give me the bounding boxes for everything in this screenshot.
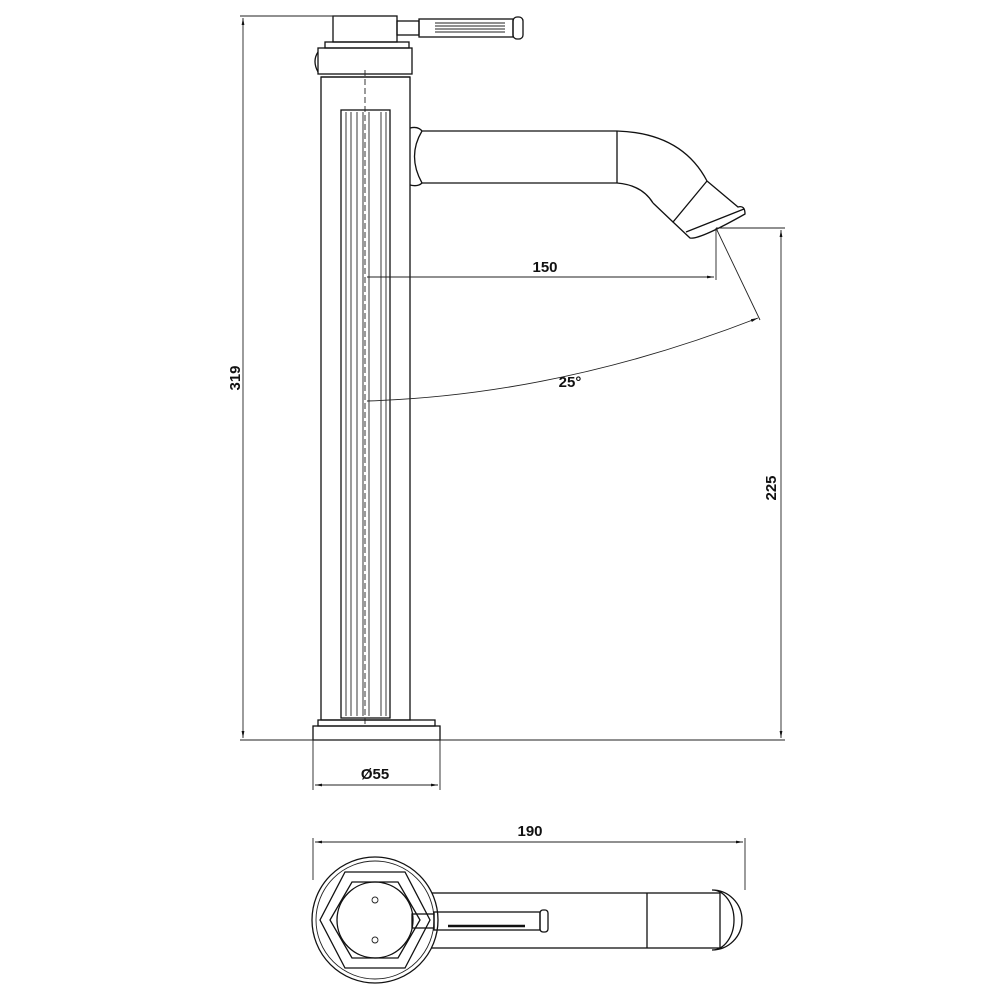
cartridge-cap [332, 15, 398, 43]
elevation-view [312, 15, 746, 741]
plan-view [311, 856, 743, 984]
dimension-label-overall-height: 319 [227, 365, 244, 390]
lever-handle-plan [433, 911, 541, 931]
dimension-label-spout-reach: 150 [532, 259, 557, 276]
hex-nut-outer [319, 871, 431, 969]
dimensions: 319 225 150 25° Ø55 190 [227, 15, 785, 890]
dimension-label-overall-length: 190 [517, 823, 542, 840]
spout [409, 126, 746, 239]
hex-nut-inner [329, 881, 421, 959]
dimension-label-spout-angle: 25° [559, 374, 582, 391]
spout-plan [419, 892, 721, 949]
base-ring [317, 719, 436, 727]
cap-circle [336, 881, 414, 959]
faucet-body [320, 76, 411, 721]
base-circle [311, 856, 439, 984]
fluted-panel [340, 109, 391, 719]
lever-handle [418, 18, 514, 38]
dimension-label-base-diameter: Ø55 [361, 766, 389, 783]
dimension-label-spout-height: 225 [763, 475, 780, 500]
angle-arc [366, 317, 759, 402]
spout-outlet-plan [711, 889, 743, 951]
